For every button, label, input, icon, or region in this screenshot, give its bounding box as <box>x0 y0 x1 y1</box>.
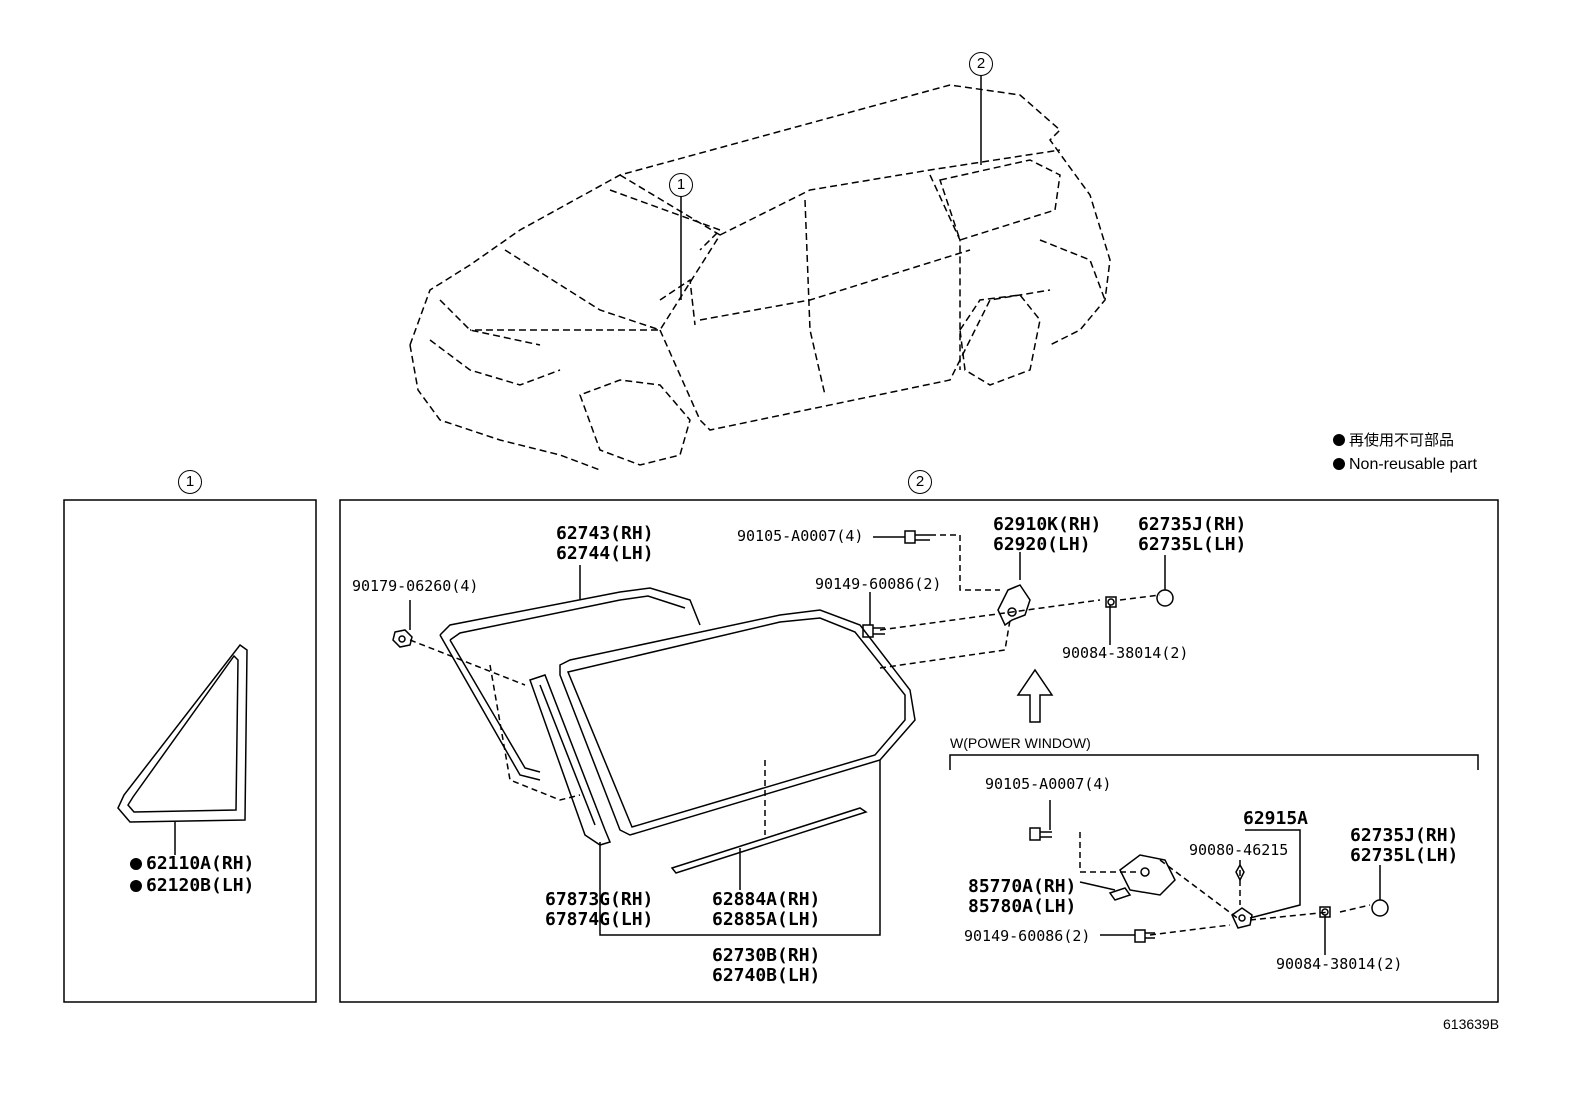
part-62120B: 62120B(LH) <box>130 876 254 896</box>
panel-2-frame <box>339 499 1499 1003</box>
cap-top <box>1156 589 1174 607</box>
panel-1-frame <box>63 499 317 1003</box>
power-window-label: W(POWER WINDOW) <box>950 735 1091 751</box>
bullet-icon <box>1333 458 1345 470</box>
nut-pw <box>1319 906 1331 918</box>
nut-top <box>1105 596 1117 608</box>
part-62110A: 62110A(RH) <box>130 854 254 874</box>
part-67873G: 67873G(RH) <box>545 889 654 910</box>
quarter-window-glass <box>117 643 248 823</box>
cap-pw <box>1371 899 1389 917</box>
quarter-molding <box>439 587 701 781</box>
hinge-top <box>997 584 1031 627</box>
callout-1-vehicle: 1 <box>669 173 693 197</box>
screw-pw <box>1029 827 1052 841</box>
part-90179: 90179-06260(4) <box>352 577 479 595</box>
callout-1-panel: 1 <box>178 470 202 494</box>
part-62743: 62743(RH) <box>556 523 654 544</box>
legend-en: Non-reusable part <box>1333 456 1477 473</box>
part-90149-top: 90149-60086(2) <box>815 575 942 593</box>
part-90105-pw: 90105-A0007(4) <box>985 775 1112 793</box>
weatherstrip <box>529 674 612 846</box>
part-62910K: 62910K(RH) <box>993 514 1102 535</box>
part-90105-top: 90105-A0007(4) <box>737 527 864 545</box>
callout-2-panel: 2 <box>908 470 932 494</box>
callout-2-vehicle: 2 <box>969 52 993 76</box>
part-90084-pw: 90084-38014(2) <box>1276 955 1403 973</box>
part-62885A: 62885A(LH) <box>712 909 821 930</box>
part-62735J-top: 62735J(RH) <box>1138 514 1247 535</box>
bolt-pw <box>1134 929 1155 943</box>
bullet-icon <box>1333 434 1345 446</box>
part-90080: 90080-46215 <box>1189 841 1289 859</box>
part-85780A: 85780A(LH) <box>968 896 1077 917</box>
small-bolt-pw <box>1235 863 1245 882</box>
figure-id: 613639B <box>1443 1016 1500 1032</box>
vehicle-illustration <box>409 84 1111 471</box>
part-62915A: 62915A <box>1243 808 1309 829</box>
screw-top <box>904 530 930 544</box>
motor-bracket <box>1108 854 1176 901</box>
part-90084-top: 90084-38014(2) <box>1062 644 1189 662</box>
part-62735J-pw: 62735J(RH) <box>1350 825 1459 846</box>
part-62744: 62744(LH) <box>556 543 654 564</box>
nut-90179 <box>392 629 413 648</box>
part-62735L-pw: 62735L(LH) <box>1350 845 1459 866</box>
bullet-icon <box>130 880 142 892</box>
part-90149-pw: 90149-60086(2) <box>964 927 1091 945</box>
bullet-icon <box>130 858 142 870</box>
part-62730B: 62730B(RH) <box>712 945 821 966</box>
lower-molding <box>670 807 868 874</box>
hinge-pw <box>1231 907 1253 929</box>
part-62884A: 62884A(RH) <box>712 889 821 910</box>
window-glass <box>559 609 916 836</box>
part-67874G: 67874G(LH) <box>545 909 654 930</box>
part-85770A: 85770A(RH) <box>968 876 1077 897</box>
part-62920: 62920(LH) <box>993 534 1091 555</box>
install-arrow <box>1016 668 1054 723</box>
part-62740B: 62740B(LH) <box>712 965 821 986</box>
legend-jp: 再使用不可部品 <box>1333 432 1454 449</box>
bolt-top <box>862 624 885 638</box>
part-62735L-top: 62735L(LH) <box>1138 534 1247 555</box>
